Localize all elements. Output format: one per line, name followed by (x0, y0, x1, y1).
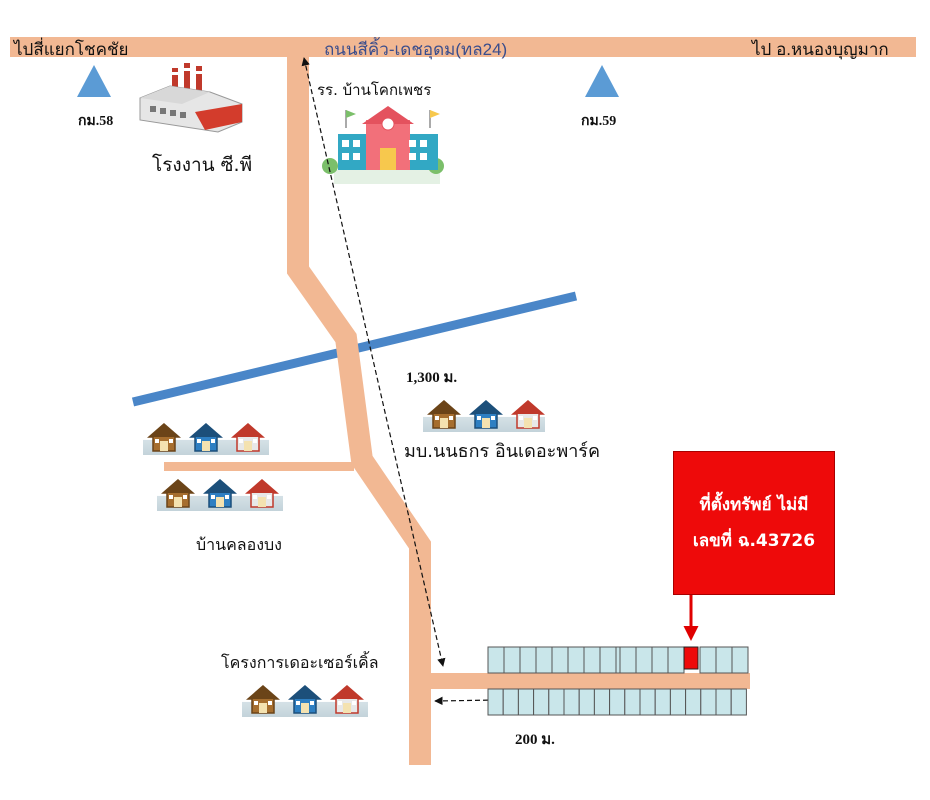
house-icon (287, 683, 323, 717)
project-unit (700, 688, 717, 716)
km59-marker-icon (585, 65, 619, 97)
village-nonthakorn-label: มบ.นนธกร อินเดอะพาร์ค (404, 441, 601, 462)
project-unit (715, 688, 732, 716)
project-unit (533, 688, 550, 716)
project-unit (685, 688, 702, 716)
property-plot (683, 646, 699, 670)
houses-khlongbong-north (143, 421, 269, 455)
main-highway-label: ถนนสีคิ้ว-เดชอุดม(ทล24) (324, 40, 508, 59)
project-unit (667, 646, 685, 674)
project-unit (609, 688, 626, 716)
factory-label: โรงงาน ซี.พี (152, 154, 253, 176)
project-unit (715, 646, 733, 674)
houses-khlongbong-south (157, 477, 283, 511)
project-unit (567, 646, 585, 674)
village-khlongbong-label: บ้านคลองบง (196, 535, 282, 554)
houses-circle-project (242, 683, 368, 717)
house-icon (510, 398, 546, 432)
project-unit (502, 688, 519, 716)
project-unit (578, 688, 595, 716)
project-unit (639, 688, 656, 716)
property-line1: ที่ตั้งทรัพย์ ไม่มี (699, 495, 809, 515)
project-unit (503, 646, 521, 674)
side-route-distance-label: 200 ม. (515, 732, 555, 748)
property-callout: ที่ตั้งทรัพย์ ไม่มี เลขที่ ฉ.43726 (673, 451, 835, 595)
project-unit (535, 646, 553, 674)
khlongbong-road (164, 462, 354, 471)
project-unit (669, 688, 687, 716)
circle-project-road (420, 673, 750, 689)
project-unit (583, 646, 601, 674)
house-icon (230, 421, 266, 455)
property-line2: เลขที่ ฉ.43726 (692, 531, 816, 551)
project-unit (731, 646, 749, 674)
project-unit (599, 646, 617, 674)
houses-nonthakorn (423, 398, 546, 432)
project-unit (699, 646, 717, 674)
house-icon (468, 398, 504, 432)
km59-label: กม.59 (581, 114, 617, 129)
project-unit (517, 688, 535, 716)
km58-marker-icon (77, 65, 111, 97)
house-icon (426, 398, 462, 432)
house-icon (202, 477, 238, 511)
factory-icon (139, 63, 243, 133)
project-unit (651, 646, 669, 674)
school-icon (322, 106, 444, 184)
east-destination-label: ไป อ.หนองบุญมาก (752, 40, 889, 59)
project-unit (487, 646, 505, 674)
school-label: รร. บ้านโคกเพชร (317, 81, 432, 99)
project-circle-label: โครงการเดอะเซอร์เคิ้ล (221, 653, 379, 672)
project-unit (487, 688, 504, 716)
main-route-distance-label: 1,300 ม. (406, 370, 458, 386)
house-icon (160, 477, 196, 511)
main-highway-road (10, 37, 916, 57)
project-unit (624, 688, 641, 716)
house-icon (244, 477, 280, 511)
project-unit (730, 688, 747, 716)
project-units (487, 646, 749, 716)
project-unit (548, 688, 565, 716)
km58-label: กม.58 (78, 114, 114, 129)
project-unit (563, 688, 580, 716)
project-unit (619, 646, 637, 674)
house-icon (146, 421, 182, 455)
project-unit (551, 646, 569, 674)
house-icon (329, 683, 365, 717)
project-unit (519, 646, 537, 674)
project-unit (635, 646, 653, 674)
west-destination-label: ไปสี่แยกโชคชัย (14, 40, 129, 59)
house-icon (245, 683, 281, 717)
project-unit (654, 688, 671, 716)
house-icon (188, 421, 224, 455)
project-unit (593, 688, 611, 716)
